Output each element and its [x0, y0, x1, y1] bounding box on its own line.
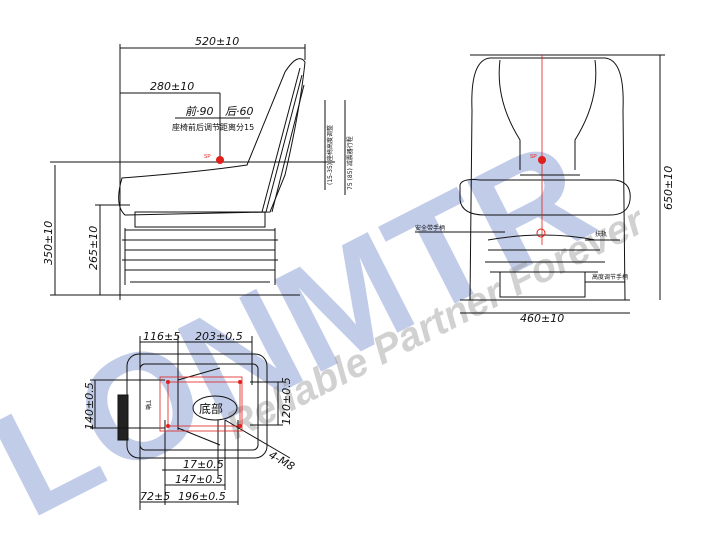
dim-140: 140±0.5 — [83, 382, 96, 430]
pivot-marker — [536, 228, 546, 238]
side-view — [50, 44, 346, 300]
adjust-note: 座椅前后调节距离分15 — [172, 122, 254, 132]
dim-460: 460±10 — [520, 312, 564, 325]
center-label: 底部 — [199, 401, 223, 416]
mounting-holes — [159, 376, 243, 432]
dim-back-60: 后·60 — [225, 105, 254, 118]
front-view — [415, 54, 665, 314]
sp-label-front: SP — [530, 154, 537, 160]
bottom-view — [90, 336, 291, 510]
dim-520: 520±10 — [195, 35, 239, 48]
dim-147: 147±0.5 — [175, 473, 223, 486]
dim-196: 196±0.5 — [178, 490, 226, 503]
sp-marker-side — [216, 156, 224, 164]
watermark-brand: LONMTR — [0, 108, 616, 549]
dim-265: 265±10 — [87, 226, 100, 270]
dim-203: 203±0.5 — [195, 330, 243, 343]
sp-marker-front — [538, 156, 546, 164]
dim-350: 350±10 — [42, 221, 55, 265]
bolt-markers — [166, 380, 242, 428]
label-height-handle: 高度调节手柄 — [592, 273, 628, 281]
dim-650: 650±10 — [662, 166, 675, 210]
vertical-note-1: (15-35) 座椅高度调整 — [326, 125, 334, 185]
sp-label-side: SP — [204, 154, 211, 160]
side-label: T轴 — [144, 399, 152, 410]
label-left-handle: 安全带手柄 — [415, 224, 445, 232]
label-rail: 扶轨 — [595, 230, 607, 238]
dim-120: 120±0.5 — [280, 377, 293, 425]
dim-116: 116±5 — [143, 330, 180, 343]
dim-17: 17±0.5 — [183, 458, 224, 471]
bolt-note: 4-M8 — [267, 448, 297, 473]
vertical-note-2: 75 (85) 减震器行程 — [346, 136, 354, 190]
dim-72: 72±5 — [140, 490, 170, 503]
dim-280: 280±10 — [150, 80, 194, 93]
dim-front-90: 前·90 — [185, 105, 214, 118]
